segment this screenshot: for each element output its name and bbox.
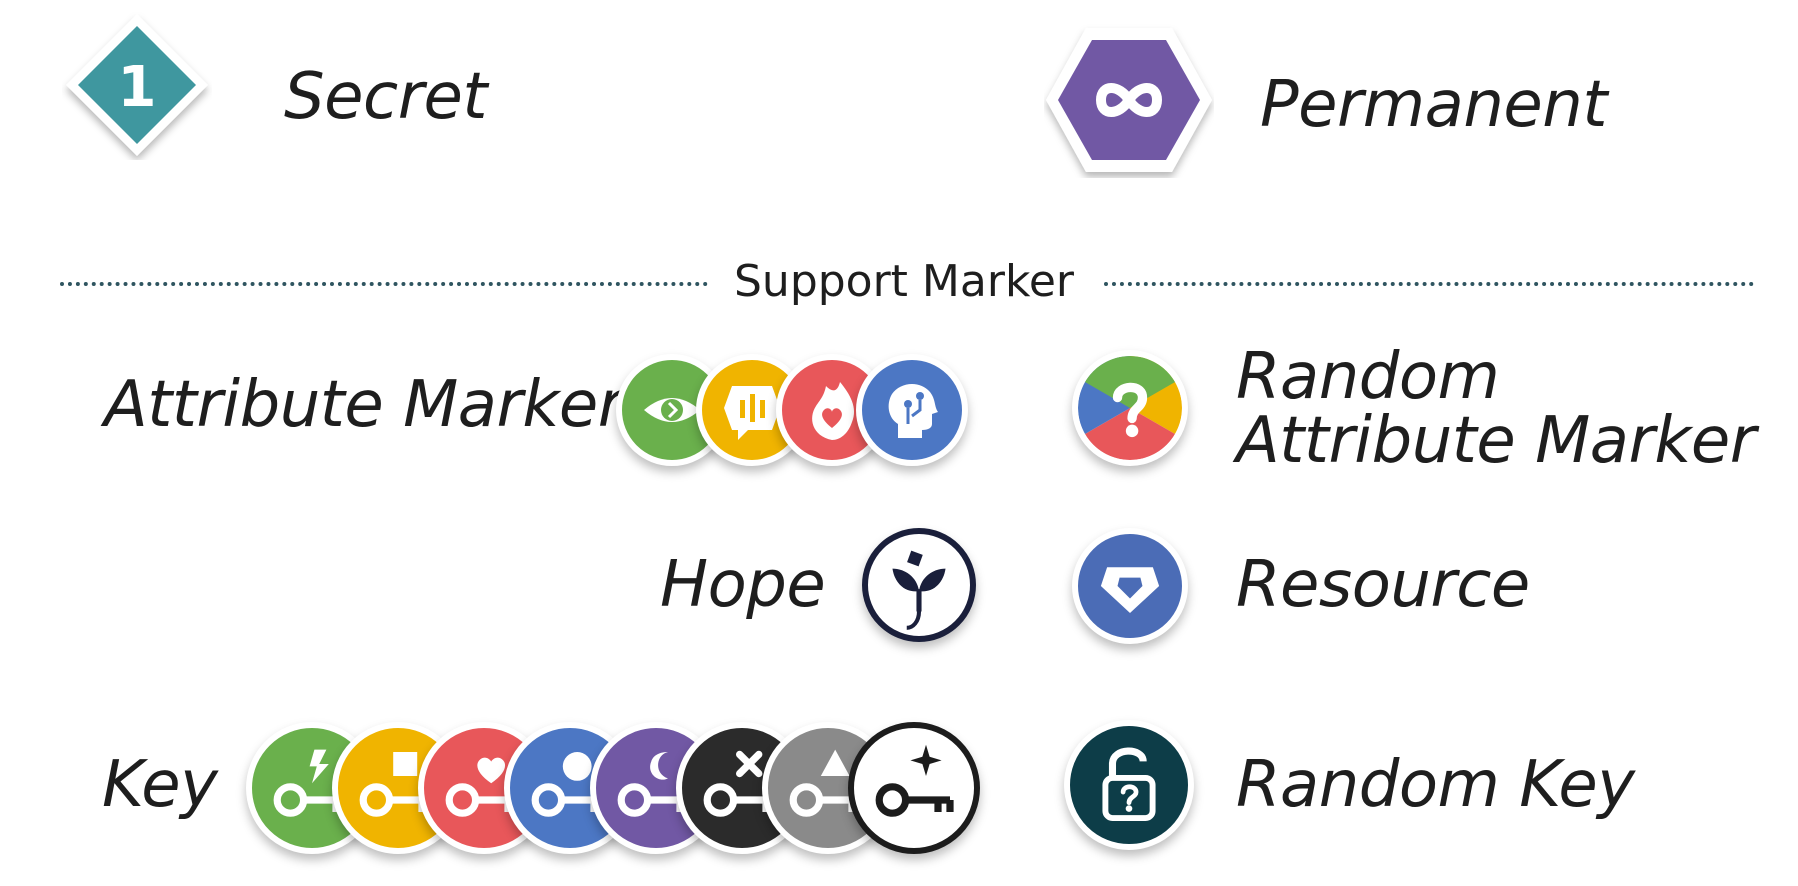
key-label: Key — [102, 748, 218, 822]
svg-text:1: 1 — [118, 55, 157, 120]
head-circuit-icon — [888, 383, 938, 438]
permanent-hexagon-icon — [1046, 28, 1212, 172]
divider-left — [60, 282, 708, 286]
infinity-icon — [1095, 83, 1163, 117]
permanent-badge — [1044, 22, 1214, 178]
secret-badge: 1 — [62, 10, 212, 160]
random-key-token — [1064, 720, 1194, 850]
attribute-token-head — [856, 354, 968, 466]
resource-label: Resource — [1236, 548, 1530, 622]
permanent-label: Permanent — [1260, 68, 1607, 142]
section-title: Support Marker — [734, 256, 1075, 307]
heart-flame-icon — [812, 382, 855, 440]
eye-icon — [644, 398, 700, 422]
speech-bubble-icon — [724, 386, 780, 440]
resource-token — [1072, 528, 1188, 644]
random-attribute-label-line2: Attribute Marker — [1236, 404, 1756, 478]
random-attribute-label-line1: Random — [1236, 340, 1500, 414]
key-star-icon — [875, 744, 954, 817]
question-mark-icon — [1078, 356, 1182, 460]
secret-label: Secret — [284, 60, 487, 134]
attribute-marker-label: Attribute Marker — [104, 368, 624, 442]
key-token-star — [848, 722, 980, 854]
hope-token — [862, 528, 976, 642]
random-key-label: Random Key — [1236, 748, 1635, 822]
pentagon-gem-icon — [1100, 567, 1160, 614]
sprout-icon — [892, 550, 946, 630]
secret-diamond-icon: 1 — [66, 14, 208, 156]
padlock-question-icon — [1102, 747, 1156, 821]
hope-label: Hope — [660, 548, 826, 622]
random-attribute-token — [1072, 350, 1188, 466]
divider-right — [1104, 282, 1754, 286]
